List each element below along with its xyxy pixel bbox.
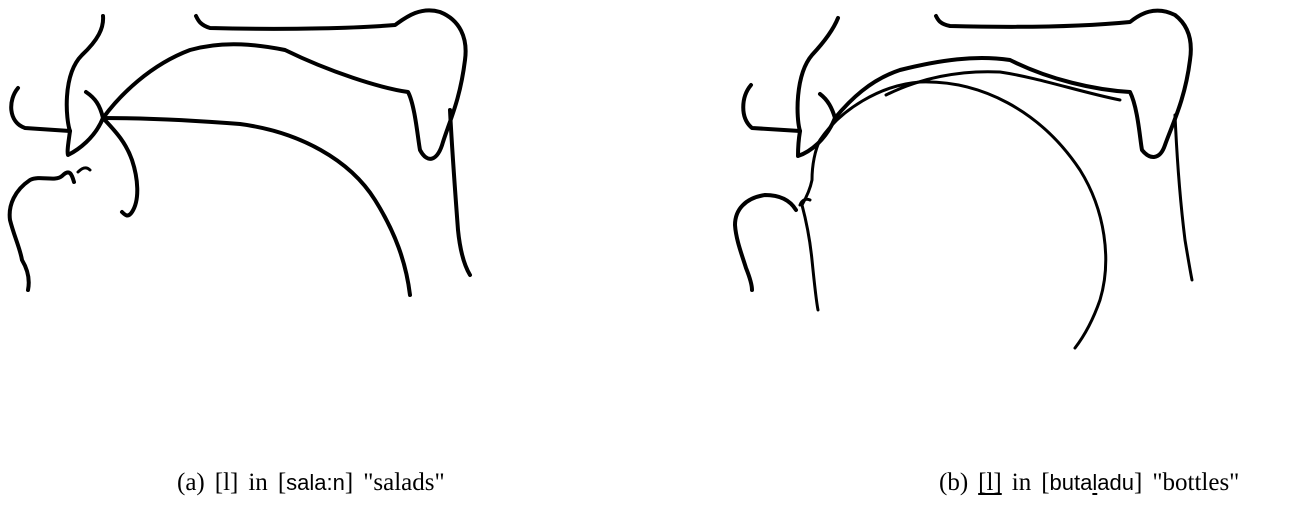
diagram-a-lower-lip (103, 118, 137, 215)
diagram-b (735, 11, 1192, 348)
caption-b-segment: [l] (978, 469, 1002, 496)
diagram-b-lower-lip (802, 140, 820, 310)
diagram-a (10, 10, 470, 295)
caption-b-gloss: "bottles" (1152, 469, 1239, 496)
caption-a-word: sala:n (286, 470, 345, 495)
diagram-b-jaw (735, 195, 796, 290)
diagram-b-palate (835, 11, 1191, 157)
caption-b-word-pre: buta (1050, 470, 1093, 495)
caption-b-word-post: adu (1097, 470, 1134, 495)
diagram-a-jaw (10, 172, 74, 290)
diagram-a-palate (103, 10, 466, 158)
diagram-a-pharynx-wall (450, 110, 470, 275)
caption-a-gloss: "salads" (363, 469, 445, 496)
caption-b-in: in (1012, 469, 1031, 496)
diagram-a-tongue (103, 118, 410, 295)
caption-a-segment: [l] (215, 469, 239, 496)
diagram-b-tongue (820, 82, 1106, 348)
caption-b-label: (b) (939, 469, 968, 496)
caption-a-label: (a) (177, 469, 205, 496)
diagram-b-upper-lip (743, 18, 838, 131)
diagram-b-pharynx-wall (1175, 115, 1192, 280)
caption-a: (a)[l]in[sala:n]"salads" (177, 470, 445, 495)
diagram-a-teeth (68, 92, 103, 155)
caption-b-word: butaladu (1050, 470, 1134, 495)
diagram-a-upper-lip (11, 16, 103, 131)
caption-a-in: in (248, 469, 267, 496)
diagram-a-jaw-tip (78, 168, 90, 172)
caption-b: (b)[l]in[butaladu]"bottles" (939, 470, 1239, 495)
